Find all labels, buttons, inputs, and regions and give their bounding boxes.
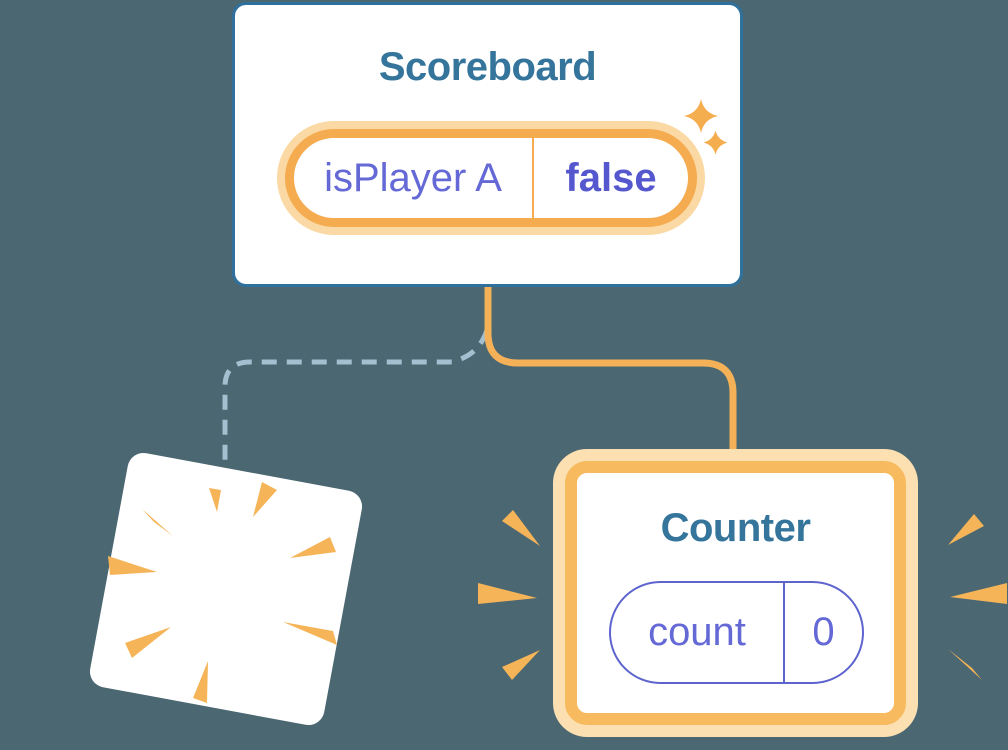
scoreboard-component-card: Scoreboard isPlayer A false: [232, 2, 743, 287]
counter-title: Counter: [660, 506, 811, 550]
state-pill-highlight: isPlayer A false: [277, 121, 705, 235]
count-label: count: [648, 610, 746, 654]
state-pill-divider: [532, 138, 534, 218]
state-label: isPlayer A: [324, 155, 502, 200]
counter-component-card: Counter count 0: [565, 461, 906, 725]
count-state-pill: count 0: [609, 581, 864, 684]
count-pill-divider: [783, 583, 785, 682]
state-value: false: [565, 155, 657, 200]
scoreboard-title: Scoreboard: [378, 45, 597, 89]
destroyed-component-card: [87, 450, 365, 728]
dashed-removed-connection-line: [222, 329, 490, 470]
counter-card-highlight: Counter count 0: [553, 449, 918, 737]
parent-child-connection-line: [484, 284, 737, 460]
state-pill: isPlayer A false: [285, 129, 697, 227]
count-value: 0: [812, 610, 835, 654]
